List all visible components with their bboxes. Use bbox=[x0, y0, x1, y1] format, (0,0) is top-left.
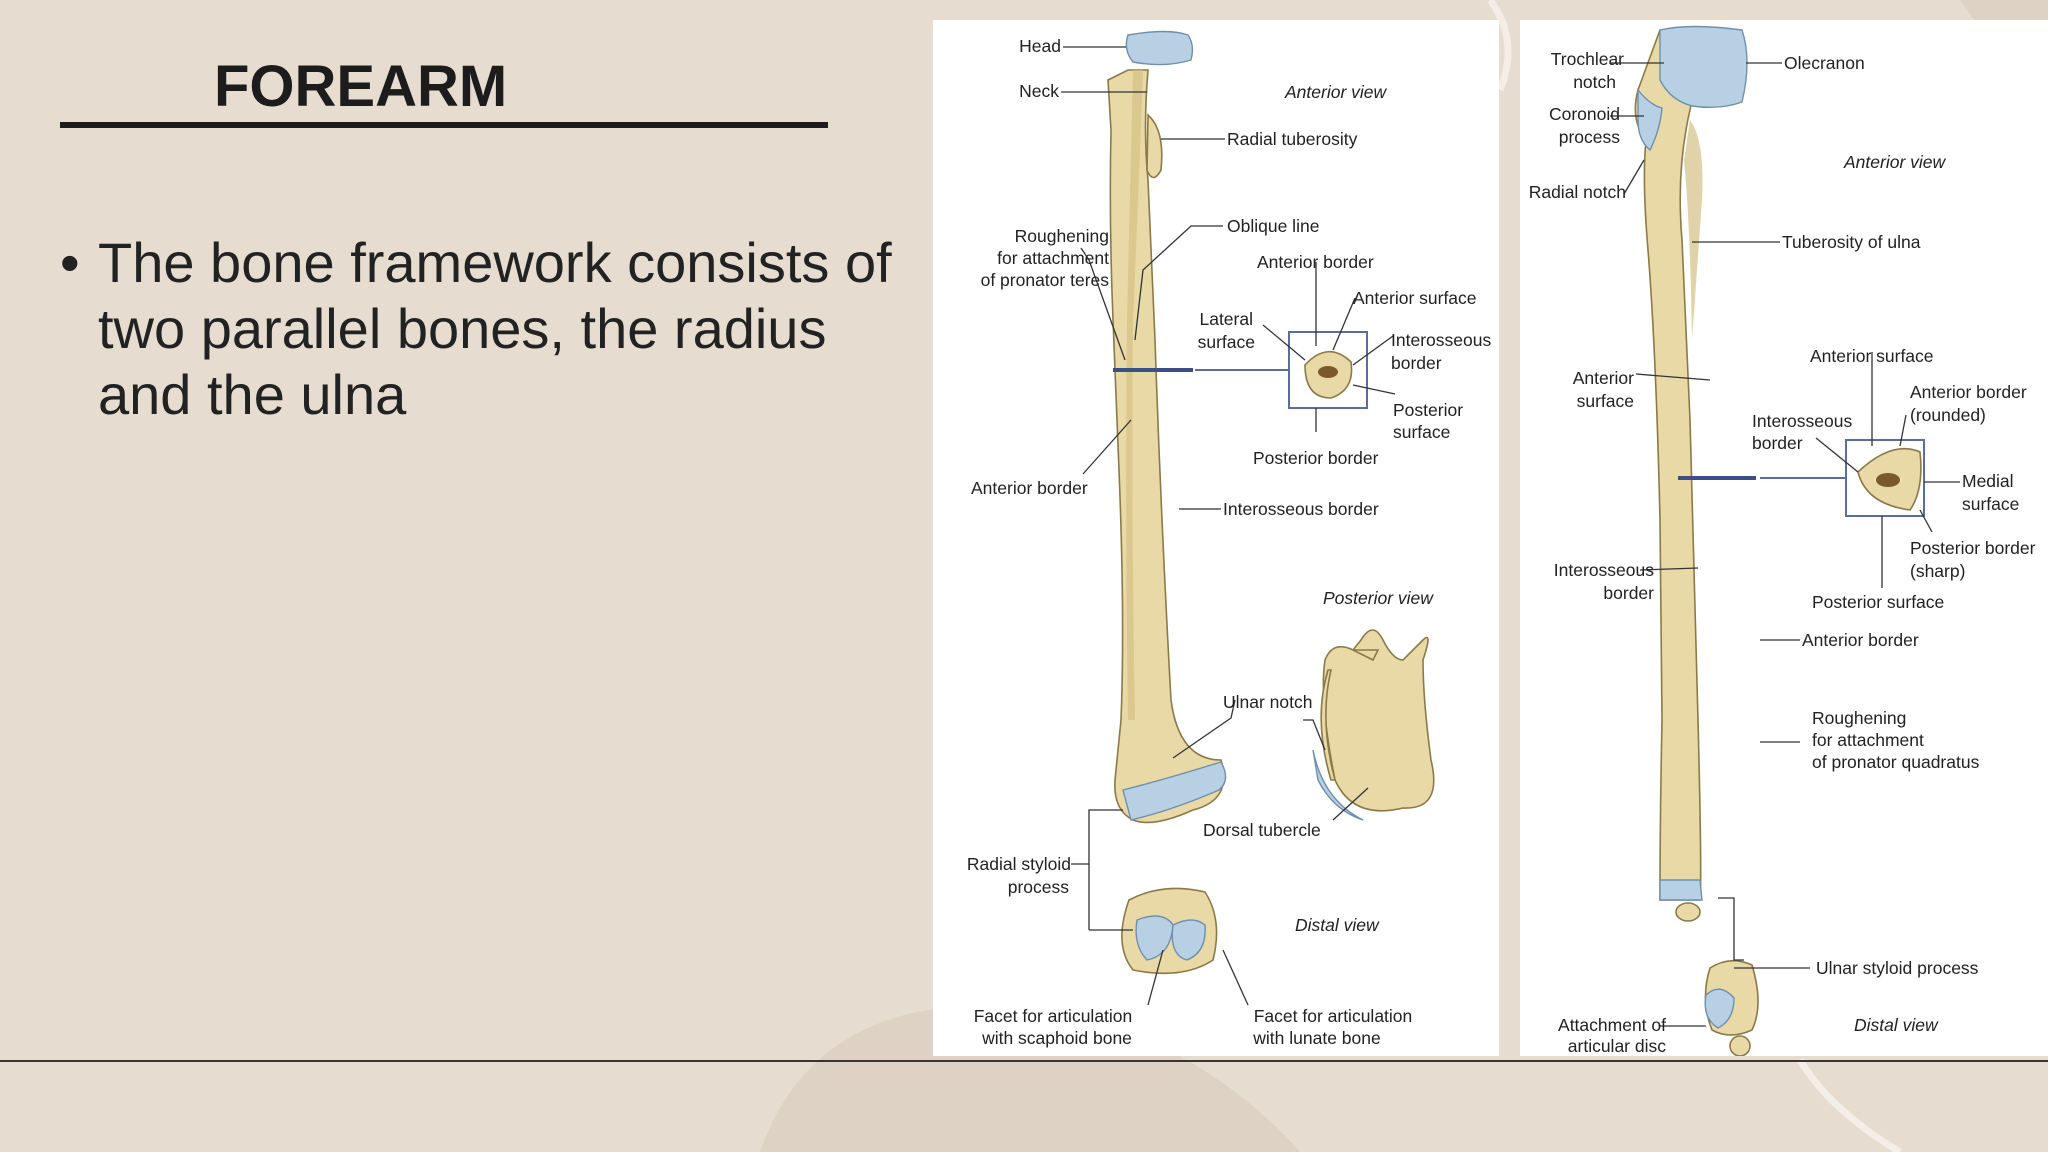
label-head: Head bbox=[1019, 36, 1061, 56]
label-ulna-anterior-view: Anterior view bbox=[1843, 152, 1947, 172]
label-facet-scaphoid-2: with scaphoid bone bbox=[981, 1028, 1132, 1048]
label-anterior-border-rounded-1: Anterior border bbox=[1910, 382, 2027, 402]
olecranon bbox=[1659, 25, 1748, 109]
label-anterior-view: Anterior view bbox=[1284, 82, 1388, 102]
label-pq-roughening-1: Roughening bbox=[1812, 708, 1906, 728]
label-ulna-distal-view: Distal view bbox=[1854, 1015, 1939, 1035]
bullet-list: The bone framework consists of two paral… bbox=[60, 230, 920, 428]
label-dorsal-tubercle: Dorsal tubercle bbox=[1203, 820, 1321, 840]
label-trochlear-2: notch bbox=[1573, 72, 1616, 92]
label-posterior-border-sharp-1: Posterior border bbox=[1910, 538, 2036, 558]
label-ulna-interosseous-1: Interosseous bbox=[1752, 411, 1852, 431]
label-posterior-surface-1: Posterior bbox=[1393, 400, 1463, 420]
label-anterior-border-xs: Anterior border bbox=[1257, 252, 1374, 272]
label-pq-roughening-2: for attachment bbox=[1812, 730, 1924, 750]
bullet-item: The bone framework consists of two paral… bbox=[60, 230, 920, 428]
radial-head bbox=[1125, 30, 1194, 66]
label-ulna-anterior-border: Anterior border bbox=[1802, 630, 1919, 650]
label-neck: Neck bbox=[1019, 81, 1059, 101]
label-trochlear-1: Trochlear bbox=[1551, 49, 1624, 69]
label-distal-view: Distal view bbox=[1295, 915, 1380, 935]
label-ulnar-styloid: Ulnar styloid process bbox=[1816, 958, 1979, 978]
label-anterior-surface: Anterior surface bbox=[1353, 288, 1477, 308]
radius-diagram-panel: Head Neck Anterior view Radial tuberosit… bbox=[933, 20, 1499, 1056]
label-posterior-border-sharp-2: (sharp) bbox=[1910, 561, 1965, 581]
label-ulna-interosseous-border-1: Interosseous bbox=[1554, 560, 1654, 580]
bottom-divider bbox=[0, 1060, 2048, 1062]
label-anterior-surface-1: Anterior bbox=[1573, 368, 1634, 388]
label-ulna-interosseous-border-2: border bbox=[1603, 583, 1654, 603]
label-posterior-surface-2: surface bbox=[1393, 422, 1450, 442]
label-coronoid-1: Coronoid bbox=[1549, 104, 1620, 124]
label-anterior-border-rounded-2: (rounded) bbox=[1910, 405, 1986, 425]
label-olecranon: Olecranon bbox=[1784, 53, 1865, 73]
label-medial-2: surface bbox=[1962, 494, 2019, 514]
label-interosseous-2: border bbox=[1391, 353, 1442, 373]
label-radial-styloid-1: Radial styloid bbox=[967, 854, 1071, 874]
label-anterior-border: Anterior border bbox=[971, 478, 1088, 498]
label-ulnar-notch: Ulnar notch bbox=[1223, 692, 1313, 712]
label-posterior-view: Posterior view bbox=[1323, 588, 1434, 608]
radius-diagram: Head Neck Anterior view Radial tuberosit… bbox=[967, 30, 1491, 1048]
radial-tuberosity-bump bbox=[1146, 113, 1163, 179]
label-facet-scaphoid-1: Facet for articulation bbox=[974, 1006, 1133, 1026]
label-posterior-surface: Posterior surface bbox=[1812, 592, 1944, 612]
label-lateral-1: Lateral bbox=[1199, 309, 1253, 329]
ulna-diagram: Trochlear notch Olecranon Coronoid proce… bbox=[1529, 25, 2036, 1056]
label-tuberosity: Tuberosity of ulna bbox=[1782, 232, 1921, 252]
label-anterior-surface-xs: Anterior surface bbox=[1810, 346, 1934, 366]
radius-shaft bbox=[1107, 69, 1225, 824]
label-roughening-2: for attachment bbox=[997, 248, 1109, 268]
slide-title: FOREARM bbox=[60, 52, 828, 128]
label-medial-1: Medial bbox=[1962, 471, 2014, 491]
radius-posterior-distal bbox=[1322, 629, 1435, 812]
label-radial-styloid-2: process bbox=[1008, 877, 1070, 897]
label-lateral-2: surface bbox=[1198, 332, 1255, 352]
label-posterior-border: Posterior border bbox=[1253, 448, 1379, 468]
label-oblique-line: Oblique line bbox=[1227, 216, 1319, 236]
label-roughening-1: Roughening bbox=[1015, 226, 1109, 246]
label-interosseous-1: Interosseous bbox=[1391, 330, 1491, 350]
label-facet-lunate-2: with lunate bone bbox=[1252, 1028, 1380, 1048]
label-interosseous-border: Interosseous border bbox=[1223, 499, 1379, 519]
label-anterior-surface-2: surface bbox=[1577, 391, 1634, 411]
label-attachment-1: Attachment of bbox=[1558, 1015, 1666, 1035]
label-facet-lunate-1: Facet for articulation bbox=[1254, 1006, 1413, 1026]
label-ulna-interosseous-2: border bbox=[1752, 433, 1803, 453]
label-roughening-3: of pronator teres bbox=[981, 270, 1110, 290]
label-radial-notch: Radial notch bbox=[1529, 182, 1626, 202]
label-attachment-2: articular disc bbox=[1568, 1036, 1666, 1056]
label-pq-roughening-3: of pronator quadratus bbox=[1812, 752, 1980, 772]
label-radial-tuberosity: Radial tuberosity bbox=[1227, 129, 1358, 149]
label-coronoid-2: process bbox=[1559, 127, 1621, 147]
ulna-diagram-panel: Trochlear notch Olecranon Coronoid proce… bbox=[1520, 20, 2048, 1056]
